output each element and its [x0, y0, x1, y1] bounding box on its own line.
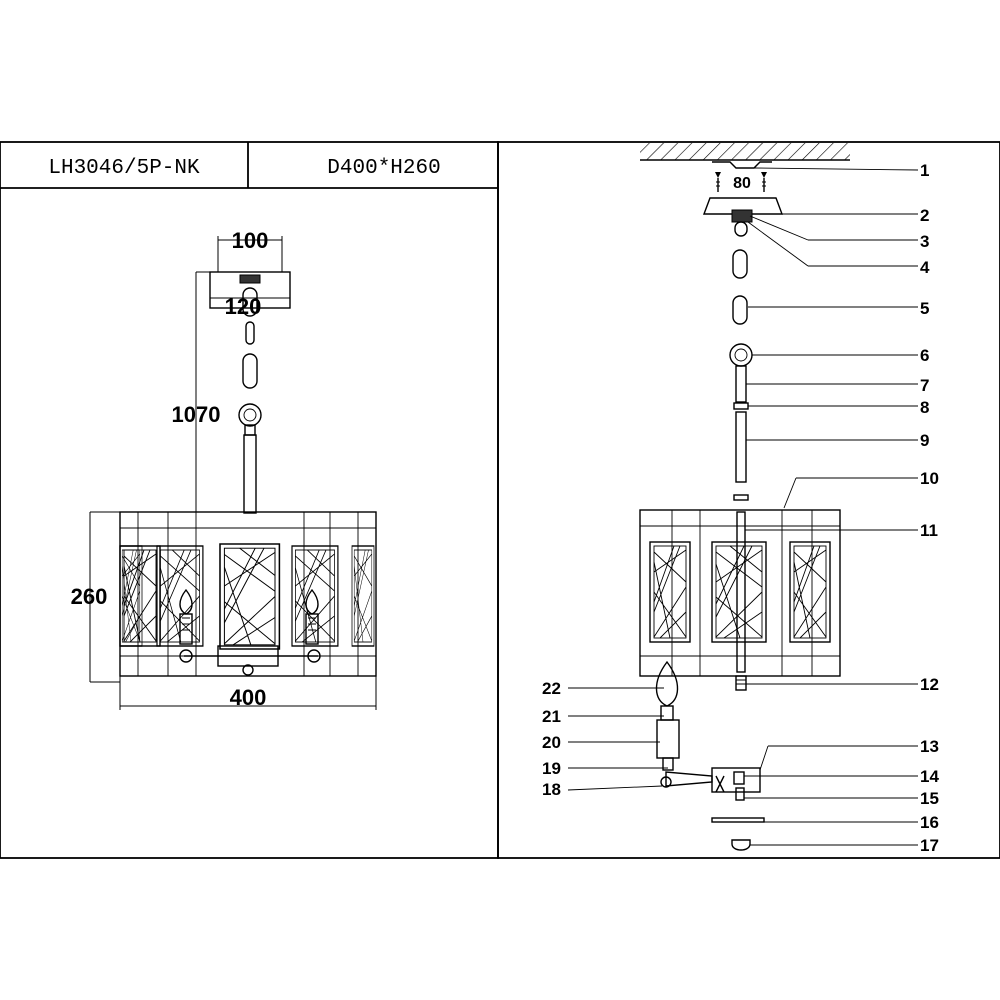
screw-left — [715, 172, 721, 192]
screw-right — [761, 172, 767, 192]
right-panel-frame — [497, 141, 1000, 859]
rod-top — [735, 365, 747, 403]
part-13: 13 — [920, 737, 939, 756]
bulb-left — [179, 588, 193, 645]
clamp — [733, 771, 745, 785]
dim-width: 400 — [230, 685, 267, 710]
part-7: 7 — [920, 376, 929, 395]
ceiling-hatch — [640, 143, 850, 160]
mounting-bracket — [712, 161, 772, 169]
part-12: 12 — [920, 675, 939, 694]
part-3: 3 — [920, 232, 929, 251]
finial — [731, 839, 751, 851]
ring-inner — [734, 348, 748, 362]
arm — [665, 771, 713, 787]
part-16: 16 — [920, 813, 939, 832]
dim-drop-line — [195, 271, 210, 512]
size-label: D400*H260 — [327, 157, 440, 180]
part-6: 6 — [920, 346, 929, 365]
chain-link — [734, 221, 748, 237]
part-8: 8 — [920, 398, 929, 417]
chain-link — [245, 321, 255, 345]
part-5: 5 — [920, 299, 929, 318]
part-17: 17 — [920, 836, 939, 855]
rod — [735, 411, 747, 483]
part-22: 22 — [542, 679, 561, 698]
part-20: 20 — [542, 733, 561, 752]
dim-height: 260 — [71, 584, 108, 609]
part-2: 2 — [920, 206, 929, 225]
shade-frame — [639, 509, 841, 677]
dim-canopy-top: 100 — [232, 228, 269, 253]
washer — [733, 494, 749, 501]
dim-drop: 1070 — [172, 402, 221, 427]
socket-cover — [656, 719, 680, 759]
shade-bars — [137, 512, 359, 676]
nut — [735, 675, 747, 691]
rod — [243, 434, 257, 514]
dim-canopy-top-line — [217, 236, 283, 272]
ring-connector — [729, 343, 753, 367]
part-10: 10 — [920, 469, 939, 488]
part-14: 14 — [920, 767, 939, 786]
wire-cross — [715, 775, 725, 793]
leader-lines-left — [567, 687, 668, 791]
leader-lines — [744, 167, 919, 846]
part-19: 19 — [542, 759, 561, 778]
ring-inner — [243, 408, 257, 422]
canopy-hook — [239, 274, 261, 284]
chain-link — [242, 287, 258, 317]
chain-link — [732, 295, 748, 325]
chain-link — [732, 249, 748, 279]
dim-width-line — [119, 676, 377, 710]
arm-knob-left — [179, 649, 193, 663]
canopy — [702, 197, 784, 215]
finial — [242, 664, 254, 676]
exploded-view: 80 — [542, 143, 939, 855]
bulb — [655, 660, 679, 707]
socket-neck — [662, 757, 674, 771]
bulb-right — [305, 588, 319, 645]
model-number: LH3046/5P-NK — [48, 157, 200, 180]
rod-nut — [733, 402, 749, 410]
dim-height-line — [89, 511, 120, 683]
canopy-hook — [731, 209, 753, 223]
front-view: 100 120 1070 — [71, 228, 377, 710]
screw — [735, 787, 745, 801]
part-9: 9 — [920, 431, 929, 450]
bulb-base — [660, 705, 674, 721]
part-1: 1 — [920, 161, 929, 180]
shade-bars — [671, 510, 813, 676]
part-21: 21 — [542, 707, 561, 726]
part-15: 15 — [920, 789, 939, 808]
ring-connector — [238, 403, 262, 427]
arm-knob-right — [307, 649, 321, 663]
part-18: 18 — [542, 780, 561, 799]
chain-link — [242, 353, 258, 389]
center-rod — [736, 511, 746, 673]
part-11: 11 — [920, 521, 938, 540]
plate — [711, 817, 765, 823]
canopy — [209, 271, 291, 309]
part-4: 4 — [920, 258, 930, 277]
arm-knob — [660, 776, 672, 788]
dim-screw-spacing: 80 — [733, 175, 751, 192]
